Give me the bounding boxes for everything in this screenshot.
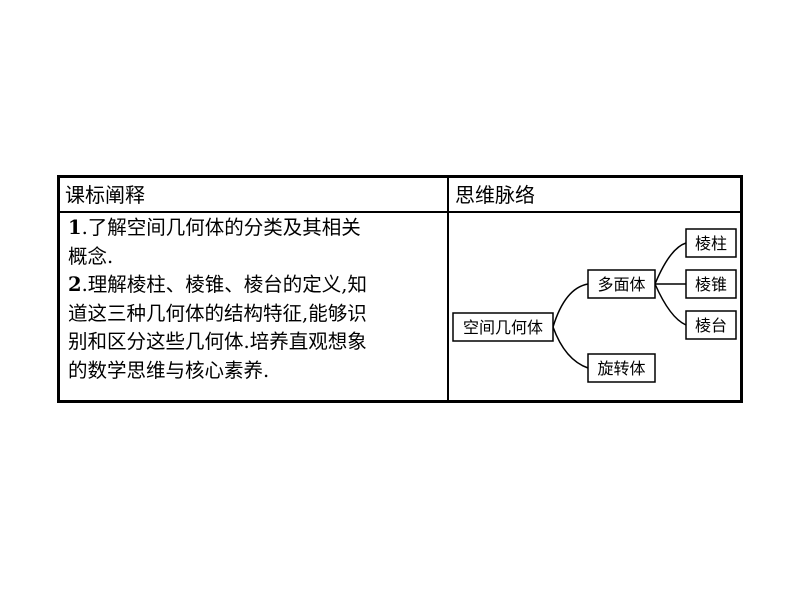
node-prism: 棱柱 (685, 228, 737, 258)
connector-polyhedron-prism (654, 242, 687, 285)
node-root: 空间几何体 (452, 312, 554, 342)
node-frustum-label: 棱台 (695, 316, 727, 335)
node-polyhedron-label: 多面体 (597, 275, 645, 294)
objectives-text: 1.了解空间几何体的分类及其相关 概念. 2.理解棱柱、棱锥、棱台的定义,知 道… (68, 214, 440, 385)
column-divider (447, 178, 449, 400)
objective-1-number: 1 (68, 216, 82, 239)
objective-2-line-3: 别和区分这些几何体.培养直观想象 (68, 330, 367, 353)
connector-root-rotation (552, 326, 589, 369)
objective-2-line-2: 道这三种几何体的结构特征,能够识 (68, 301, 367, 325)
objective-2-line-1: 2.理解棱柱、棱锥、棱台的定义,知 (68, 273, 367, 296)
node-rotation: 旋转体 (587, 353, 656, 383)
objective-1-line-2: 概念. (68, 244, 114, 268)
objective-1-line-1: 1.了解空间几何体的分类及其相关 (68, 216, 361, 239)
objective-2-line-4: 的数学思维与核心素养. (68, 358, 270, 382)
node-pyramid-label: 棱锥 (695, 275, 727, 294)
node-prism-label: 棱柱 (695, 234, 727, 253)
connector-polyhedron-frustum (654, 283, 687, 326)
table-header-row: 课标阐释 思维脉络 (60, 178, 740, 213)
header-thinking-context: 思维脉络 (455, 183, 535, 207)
objective-2-number: 2 (68, 273, 82, 296)
node-frustum: 棱台 (685, 310, 737, 340)
connector-root-polyhedron (552, 283, 589, 328)
node-polyhedron: 多面体 (587, 269, 656, 299)
node-root-label: 空间几何体 (463, 318, 543, 337)
mind-map-connectors (552, 242, 687, 369)
content-table: 课标阐释 思维脉络 1.了解空间几何体的分类及其相关 概念. 2.理解棱柱、棱锥… (57, 175, 743, 403)
header-curriculum-explanation: 课标阐释 (65, 183, 145, 207)
node-pyramid: 棱锥 (685, 269, 737, 299)
node-rotation-label: 旋转体 (597, 359, 645, 378)
